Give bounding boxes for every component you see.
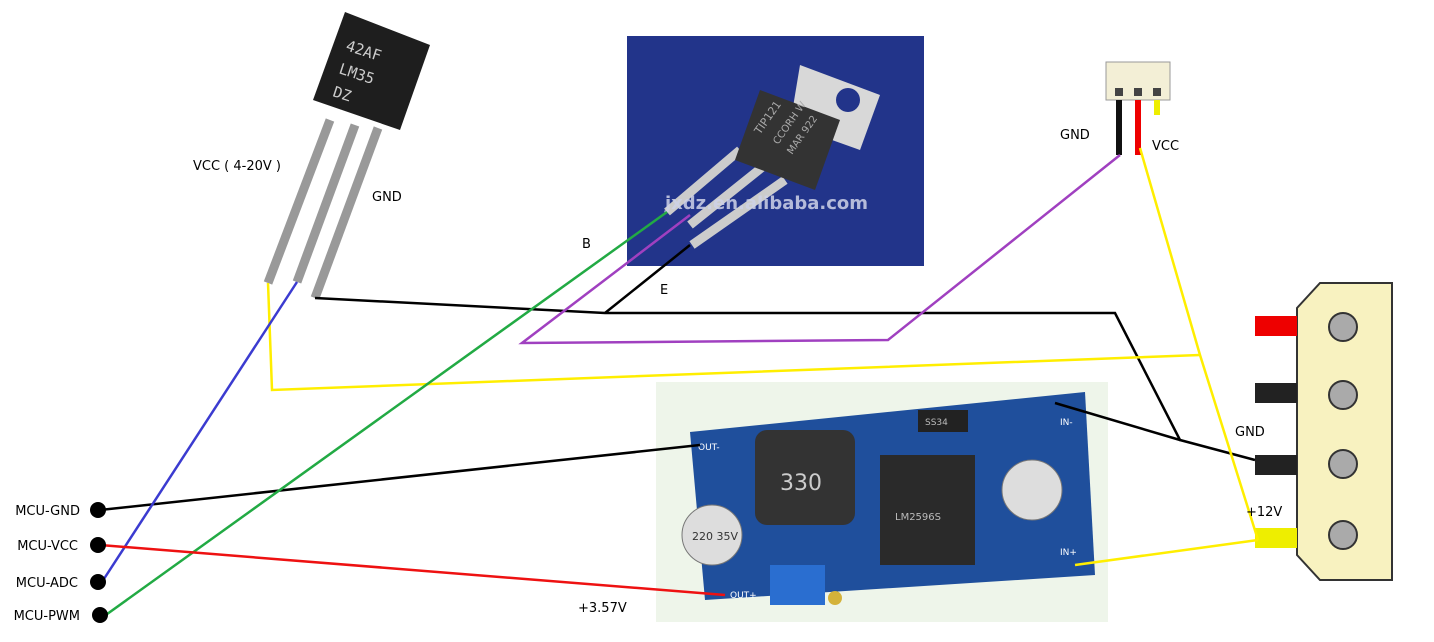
label-mcu-gnd: MCU-GND: [15, 504, 80, 519]
wire-fan-switch: [518, 154, 1121, 345]
mcu-pins: [90, 502, 108, 623]
wire-adc: [98, 281, 299, 586]
svg-text:OUT-: OUT-: [698, 443, 720, 453]
svg-text:LM2596S: LM2596S: [895, 512, 941, 523]
label-mcu-adc: MCU-ADC: [16, 576, 78, 591]
wire-pwm: [102, 210, 668, 619]
wire-module-in-plus: [1074, 538, 1259, 567]
label-mcu-pwm: MCU-PWM: [14, 609, 80, 624]
svg-text:jxdz.en.alibaba.com: jxdz.en.alibaba.com: [664, 193, 868, 214]
fan-connector: [1105, 61, 1171, 155]
label-tip-e: E: [660, 283, 668, 298]
molex-connector: [1255, 282, 1393, 581]
tip121-photo: TIP121 CCORH W MAR 922 jxdz.en.alibaba.c…: [627, 36, 924, 266]
label-molex-gnd: GND: [1235, 425, 1265, 440]
label-fan-vcc: VCC: [1152, 139, 1179, 154]
wire-lm35-vcc: [266, 282, 1201, 392]
svg-text:OUT+: OUT+: [730, 591, 757, 601]
label-tip-b: B: [582, 237, 591, 252]
label-fan-gnd: GND: [1060, 128, 1090, 143]
label-lm35-vcc: VCC ( 4-20V ): [193, 159, 281, 174]
svg-text:330: 330: [780, 471, 822, 496]
wire-mcu-vcc: [99, 543, 726, 597]
svg-text:IN-: IN-: [1060, 418, 1073, 428]
label-molex-12v: +12V: [1246, 505, 1282, 520]
lm2596-module-photo: 330 LM2596S SS34 220 35V OUT- OUT+ IN- I…: [656, 382, 1108, 622]
svg-text:SS34: SS34: [925, 418, 948, 428]
lm35-sensor: 42AF LM35 DZ: [263, 12, 430, 300]
label-mcu-vcc: MCU-VCC: [17, 539, 78, 554]
svg-text:220 35V: 220 35V: [692, 530, 738, 543]
wire-module-in-minus: [1054, 401, 1181, 442]
wire-gnd-main: [314, 296, 1256, 462]
wire-mcu-gnd: [99, 443, 701, 512]
label-out-voltage: +3.57V: [578, 601, 627, 616]
wire-12v: [1138, 147, 1260, 541]
svg-text:IN+: IN+: [1060, 548, 1077, 558]
wire-tip-emitter: [604, 244, 691, 314]
svg-text:DZ: DZ: [331, 83, 354, 106]
label-lm35-gnd: GND: [372, 190, 402, 205]
wires: [98, 147, 1260, 619]
